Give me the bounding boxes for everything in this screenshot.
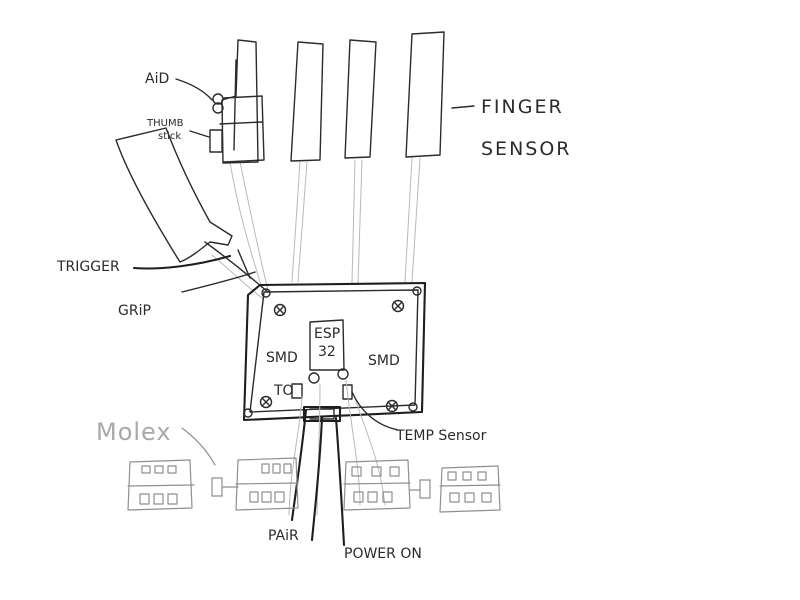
finger-sensor-strip-2 [291,42,323,161]
to-label: TO [273,383,294,399]
esp32-label-2: 32 [318,344,336,360]
to-led [309,373,319,383]
finger-sensor-strip-3 [345,40,376,158]
thumb-stick-label-1: THUMB [146,118,184,129]
pair-label: PAiR [268,528,299,544]
finger-sensor-wires [212,158,420,298]
finger-sensor-label-1: FINGER [481,96,564,118]
power-on-label: POWER ON [344,546,422,562]
trigger [116,128,232,269]
molex-connectors [128,458,500,512]
temp-sensor-label: TEMP Sensor [395,428,487,444]
power-on-wire [312,418,322,540]
mounting-hole-top-left [275,305,286,316]
molex-label: Molex [96,418,172,446]
finger-sensor-label-2: SENSOR [481,138,572,160]
finger-sensor-strip-4 [406,32,444,157]
finger-sensor-strips [222,32,474,163]
esp32-label-1: ESP [314,326,340,342]
labels: AiD THUMB stick FINGER SENSOR TRIGGER GR… [56,71,572,562]
smd-left-label: SMD [266,350,298,366]
main-board [244,283,425,515]
molex-connector-1 [128,460,194,510]
molex-connector-4 [440,466,500,512]
thumb-stick-label-2: stick [158,131,181,142]
thumb-module [176,79,264,162]
molex-plug-right [420,480,430,498]
mounting-hole-bottom-left [261,397,272,408]
aid-label: AiD [145,71,169,87]
molex-connector-2 [236,458,298,510]
finger-sensor-strip-1 [222,40,258,163]
molex-connector-3 [344,460,410,510]
trigger-label: TRIGGER [56,259,120,275]
mounting-hole-top-right [393,301,404,312]
thumb-stick [210,130,222,152]
grip-label: GRiP [118,303,151,319]
molex-leader [182,428,215,465]
smd-right-label: SMD [368,353,400,369]
molex-plug-left [212,478,222,496]
